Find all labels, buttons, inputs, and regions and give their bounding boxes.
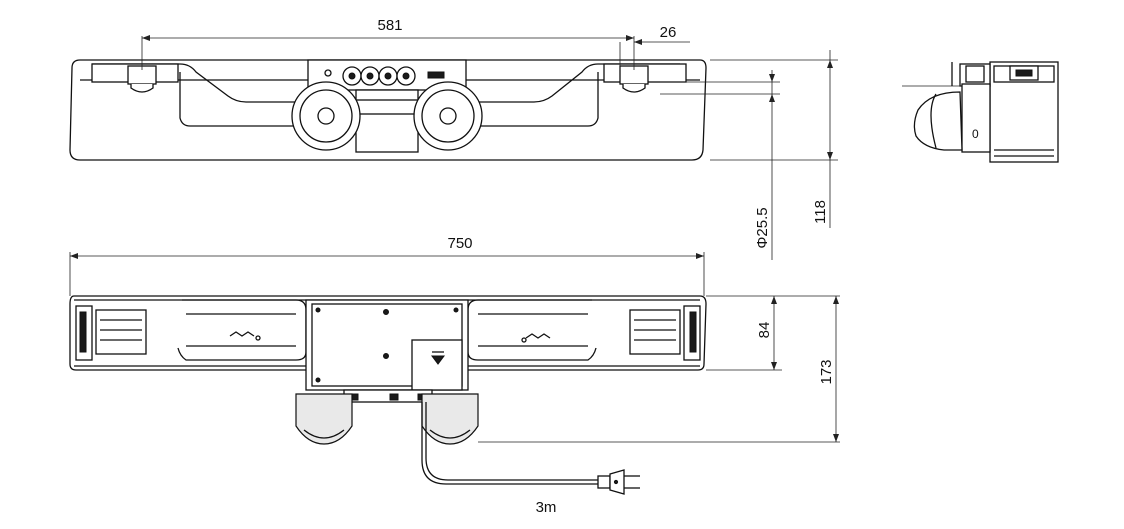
- dim-label-26: 26: [660, 24, 677, 41]
- dimension-173: 173: [478, 295, 840, 443]
- dimension-118: 118: [710, 50, 838, 228]
- cable-length-label: 3m: [536, 499, 557, 516]
- dimension-581: 581: [141, 17, 635, 70]
- dim-label-118: 118: [812, 200, 829, 224]
- dim-label-84: 84: [756, 322, 773, 339]
- dimension-26: 26: [619, 24, 690, 70]
- svg-text:0: 0: [972, 127, 979, 141]
- dimension-diameter: Φ25.5: [660, 70, 780, 260]
- front-view: [69, 59, 707, 161]
- dimension-750: 750: [69, 235, 705, 296]
- dim-label-diameter: Φ25.5: [754, 207, 771, 248]
- dimension-84: 84: [706, 295, 782, 371]
- dim-label-581: 581: [377, 17, 402, 34]
- top-view: [69, 295, 707, 495]
- side-view: 0: [902, 61, 1059, 163]
- dim-label-750: 750: [447, 235, 472, 252]
- dim-label-173: 173: [818, 359, 835, 384]
